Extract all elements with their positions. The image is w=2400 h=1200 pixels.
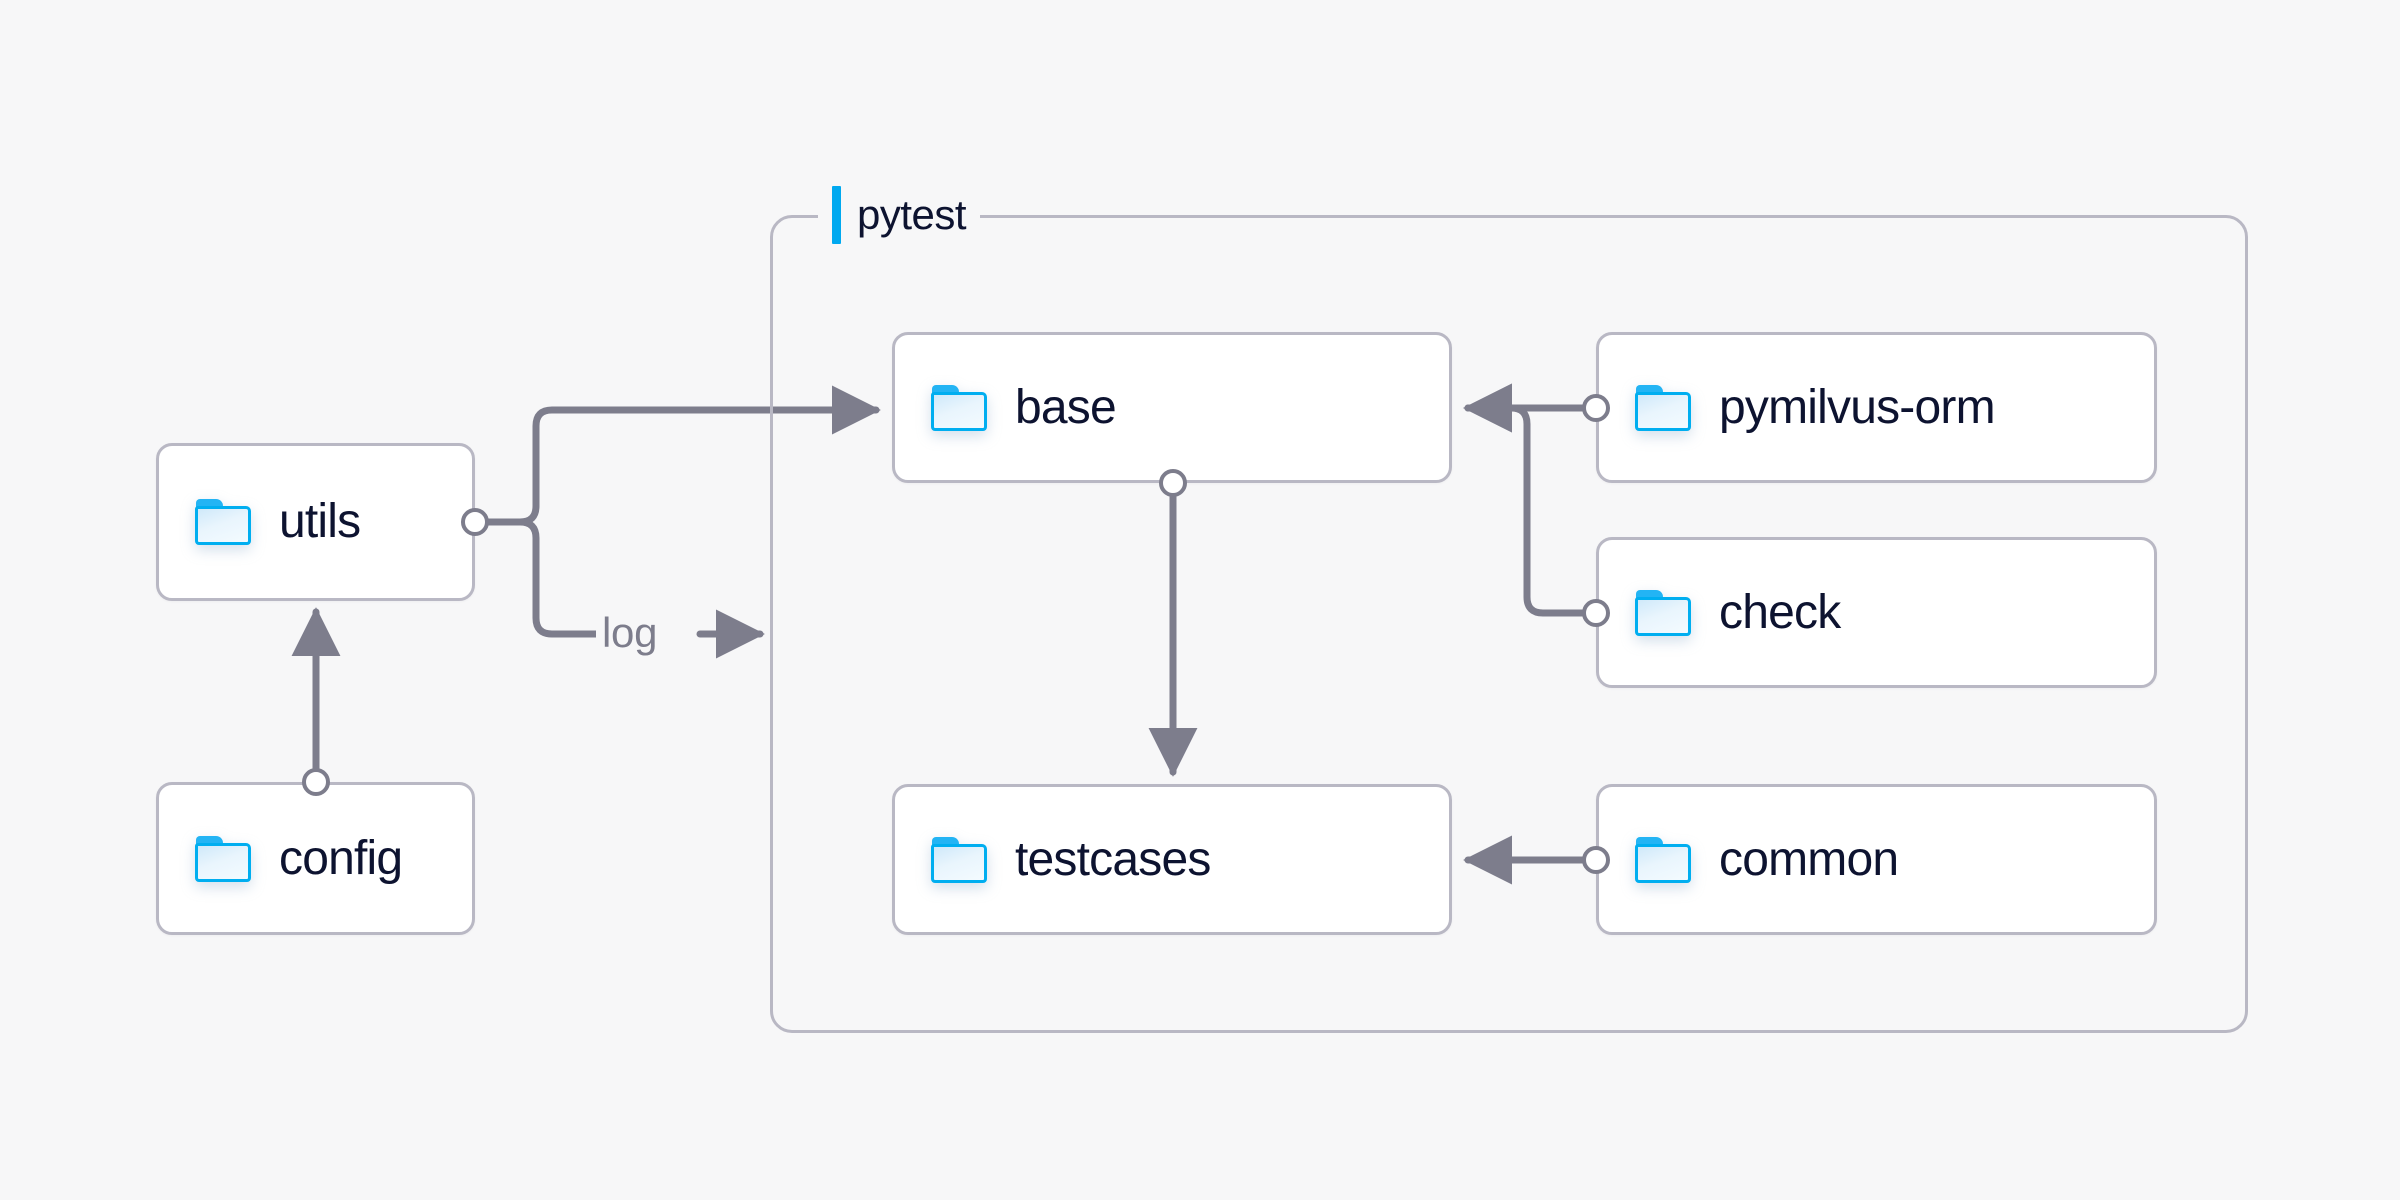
folder-icon <box>195 499 251 545</box>
node-base[interactable]: base <box>892 332 1452 483</box>
node-check-label: check <box>1719 585 1841 639</box>
node-base-label: base <box>1015 380 1117 434</box>
node-config-label: config <box>279 831 403 885</box>
accent-bar-icon <box>832 186 841 244</box>
node-testcases[interactable]: testcases <box>892 784 1452 935</box>
folder-icon <box>931 836 987 883</box>
port-config-top[interactable] <box>302 768 330 796</box>
folder-icon <box>195 835 251 882</box>
node-common-label: common <box>1719 832 1899 886</box>
pytest-group-container[interactable] <box>770 215 2248 1033</box>
edge-label-log: log <box>596 612 664 654</box>
port-base-bottom[interactable] <box>1159 469 1187 497</box>
folder-icon <box>1635 384 1691 431</box>
node-check[interactable]: check <box>1596 537 2157 688</box>
pytest-group-label: pytest <box>818 186 981 244</box>
port-common-left[interactable] <box>1582 846 1610 874</box>
pytest-group-title: pytest <box>857 191 967 238</box>
node-config[interactable]: config <box>156 782 475 935</box>
node-utils[interactable]: utils <box>156 443 475 601</box>
folder-icon <box>1635 589 1691 636</box>
node-pymilvus-orm[interactable]: pymilvus-orm <box>1596 332 2157 483</box>
node-testcases-label: testcases <box>1015 832 1211 886</box>
port-check-left[interactable] <box>1582 599 1610 627</box>
port-pymilvus-orm-left[interactable] <box>1582 394 1610 422</box>
node-common[interactable]: common <box>1596 784 2157 935</box>
folder-icon <box>931 384 987 431</box>
edge-utils-to-pytest-log <box>485 518 600 638</box>
port-utils-right[interactable] <box>461 508 489 536</box>
node-pymilvus-orm-label: pymilvus-orm <box>1719 380 1996 434</box>
node-utils-label: utils <box>279 495 361 548</box>
folder-icon <box>1635 836 1691 883</box>
